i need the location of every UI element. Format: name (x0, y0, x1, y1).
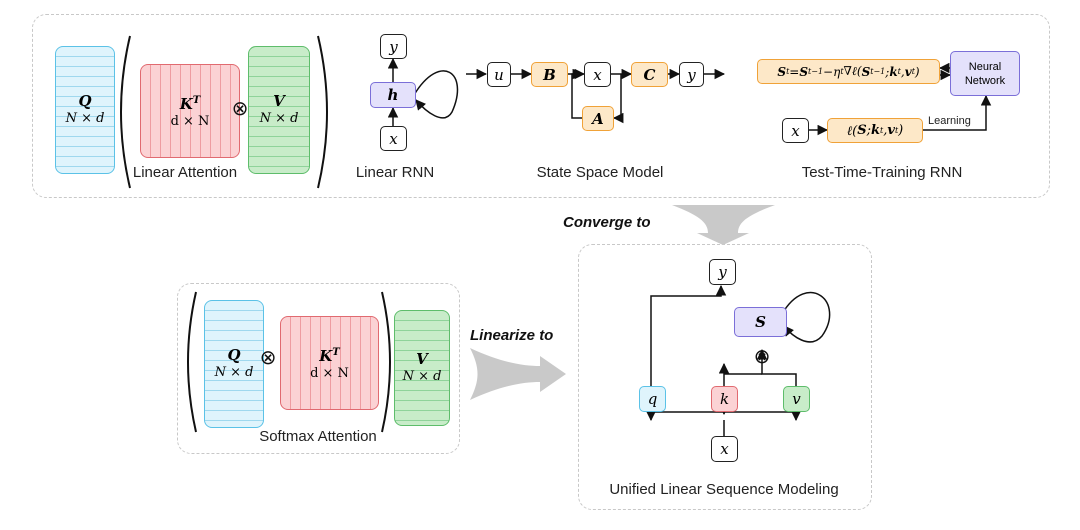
linearize-arrow (470, 348, 566, 400)
la-v-matrix: V N × d (248, 46, 310, 174)
ttt-learning-label: Learning (928, 115, 971, 127)
rnn-h-node: h (370, 82, 416, 108)
sm-v-dim: N × d (402, 369, 442, 384)
rnn-x-node: x (380, 126, 407, 151)
softmax-panel (177, 283, 460, 454)
ttt-neural-network: Neural Network (950, 51, 1020, 96)
softmax-attention-label: Softmax Attention (259, 428, 377, 445)
la-q-dim: N × d (65, 111, 105, 126)
unified-label: Unified Linear Sequence Modeling (609, 481, 839, 498)
sm-q-symbol: Q (227, 346, 241, 364)
la-k-matrix: KT d × N (140, 64, 240, 158)
sm-k-matrix: KT d × N (280, 316, 379, 410)
linearize-label: Linearize to (470, 327, 554, 344)
sm-otimes: ⊗ (259, 345, 277, 369)
la-q-symbol: Q (78, 92, 92, 110)
ttt-label: Test-Time-Training RNN (801, 164, 963, 181)
unified-y-node: y (709, 259, 736, 285)
la-left-paren (120, 35, 131, 189)
sm-q-dim: N × d (214, 365, 254, 380)
sm-v-matrix: V N × d (394, 310, 450, 426)
sm-k-symbol: KT (319, 347, 340, 365)
converge-label: Converge to (563, 214, 651, 231)
ssm-b-node: B (531, 62, 568, 87)
la-right-paren (317, 35, 328, 189)
sm-right-paren (381, 291, 391, 433)
rnn-y-node: y (380, 34, 407, 59)
unified-s-node: S (734, 307, 787, 337)
la-k-dim: d × N (170, 114, 210, 129)
top-panel (32, 14, 1050, 198)
unified-otimes: ⊗ (753, 344, 771, 368)
ssm-c-node: C (631, 62, 668, 87)
la-otimes: ⊗ (231, 96, 249, 120)
la-q-matrix: Q N × d (55, 46, 115, 174)
ssm-u-node: u (487, 62, 511, 87)
la-v-dim: N × d (259, 111, 299, 126)
ssm-a-node: A (582, 106, 614, 131)
ssm-label: State Space Model (536, 164, 664, 181)
unified-q-node: q (639, 386, 666, 412)
nn-line1: Neural (968, 60, 1002, 73)
ttt-x-node: x (782, 118, 809, 143)
la-k-symbol: KT (179, 95, 201, 113)
sm-q-matrix: Q N × d (204, 300, 264, 428)
ssm-y-node: y (679, 62, 704, 87)
sm-v-symbol: V (416, 350, 428, 368)
unified-x-node: x (711, 436, 738, 462)
unified-v-node: v (783, 386, 810, 412)
sm-left-paren (187, 291, 197, 433)
ssm-x-node: x (584, 62, 611, 87)
linear-attention-label: Linear Attention (132, 164, 238, 181)
sm-k-dim: d × N (310, 366, 349, 381)
nn-line2: Network (964, 74, 1006, 87)
la-v-symbol: V (273, 92, 285, 110)
linear-rnn-label: Linear RNN (355, 164, 435, 181)
converge-arrow (672, 205, 775, 245)
unified-panel (578, 244, 872, 510)
unified-k-node: k (711, 386, 738, 412)
